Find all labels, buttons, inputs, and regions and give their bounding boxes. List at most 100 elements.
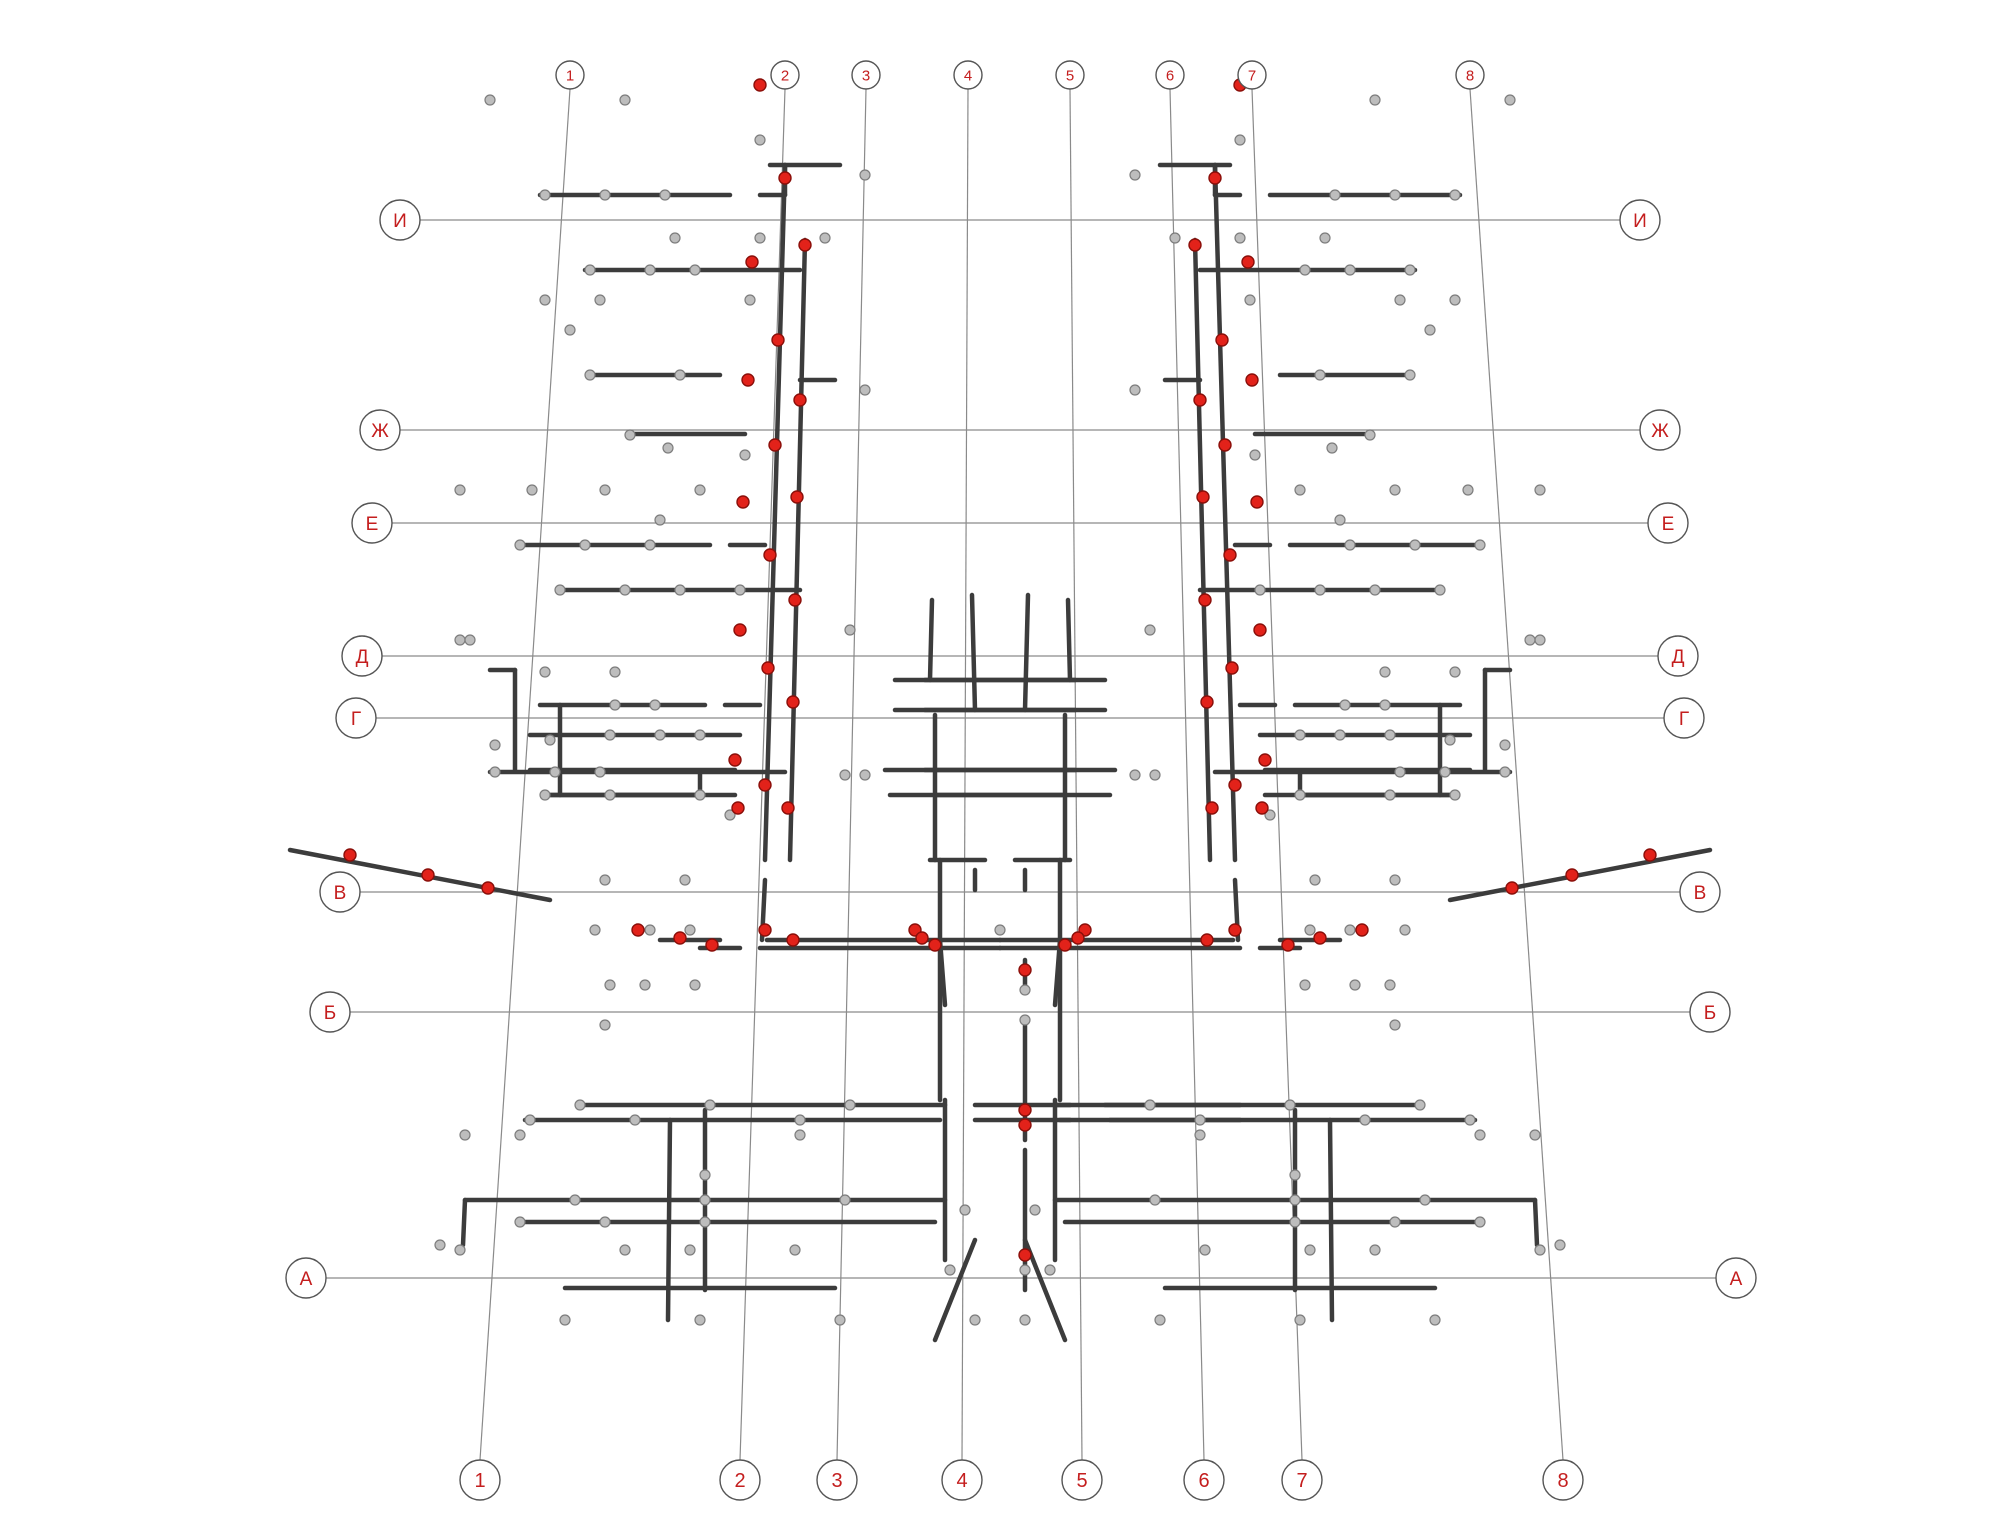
duct-segment [1447,847,1713,903]
fitting-grey [654,514,666,526]
fitting-grey [599,874,611,886]
duct-segment [969,592,978,713]
axis-marker-top-5: 5 [1055,60,1085,90]
fitting-red [741,373,755,387]
fitting-red [728,753,742,767]
axis-marker-right-И-label: И [1633,211,1647,232]
fitting-grey [554,584,566,596]
fitting-grey [1379,699,1391,711]
fitting-grey [674,584,686,596]
duct-segment [932,1237,978,1343]
fitting-grey [1169,232,1181,244]
fitting-grey [584,369,596,381]
fitting-grey [629,1114,641,1126]
axis-marker-bottom-1-label: 1 [474,1470,485,1492]
fitting-grey [1524,634,1536,646]
axis-marker-right-Г-label: Г [1679,709,1689,730]
fitting-grey [559,1314,571,1326]
fitting-grey [739,449,751,461]
fitting-red [778,171,792,185]
grid-lines [326,88,1716,1461]
fitting-red [793,393,807,407]
fitting-red [705,938,719,952]
fitting-grey [1144,1099,1156,1111]
fitting-grey [1149,1194,1161,1206]
fitting-grey [689,264,701,276]
duct-segment [927,597,935,683]
axis-line-1 [479,88,571,1461]
fitting-grey [1334,729,1346,741]
axis-marker-bottom-2: 2 [719,1459,761,1501]
fitting-grey [674,369,686,381]
duct-segment [1022,592,1031,713]
fitting-grey [1344,539,1356,551]
fitting-grey [544,734,556,746]
axis-line-5 [1069,88,1083,1461]
fitting-grey [1394,766,1406,778]
fitting-red [1250,495,1264,509]
fitting-grey [1399,924,1411,936]
axis-marker-top-8-circle [1455,60,1485,90]
fitting-red [1228,778,1242,792]
fitting-grey [684,1244,696,1256]
axis-marker-right-А-circle [1715,1257,1757,1299]
fitting-grey [1294,789,1306,801]
fitting-grey [1294,484,1306,496]
fitting-grey [679,874,691,886]
axis-marker-top-6-circle [1155,60,1185,90]
duct-segment [787,237,808,863]
fitting-grey [514,539,526,551]
axis-marker-bottom-1-circle [459,1459,501,1501]
axis-marker-right-И: И [1619,199,1661,241]
fitting-red [761,661,775,675]
axis-marker-left-В-label: В [334,883,347,904]
fitting-grey [1299,264,1311,276]
fitting-grey [1129,169,1141,181]
duct-segment [1532,1197,1540,1248]
axis-marker-top-2-circle [770,60,800,90]
axis-marker-right-Д-label: Д [1672,647,1685,668]
fitting-grey [794,1114,806,1126]
fitting-red [786,933,800,947]
fitting-red [781,801,795,815]
fitting-grey [514,1216,526,1228]
fitting-grey [1529,1129,1541,1141]
axis-marker-right-А: А [1715,1257,1757,1299]
axis-marker-right-Г: Г [1663,697,1705,739]
axis-marker-bottom-6-label: 6 [1198,1470,1209,1492]
fitting-grey [1349,979,1361,991]
duct-segment [460,1197,468,1248]
axis-marker-bottom-4: 4 [941,1459,983,1501]
axis-marker-bottom-2-circle [719,1459,761,1501]
fitting-grey [1144,624,1156,636]
fitting-grey [654,729,666,741]
axis-marker-bottom-8-label: 8 [1557,1470,1568,1492]
axis-marker-bottom-8: 8 [1542,1459,1584,1501]
axis-marker-top-3-circle [851,60,881,90]
fitting-grey [1019,1264,1031,1276]
axis-line-8 [1469,88,1564,1461]
fitting-red [1196,490,1210,504]
fitting-grey [1029,1204,1041,1216]
axis-marker-left-И: И [379,199,421,241]
fitting-red [1225,661,1239,675]
fitting-red [631,923,645,937]
fitting-grey [834,1314,846,1326]
fitting-grey [1409,539,1421,551]
axis-marker-left-Б-label: Б [324,1003,336,1024]
fitting-grey [539,789,551,801]
fitting-grey [454,484,466,496]
axis-marker-bottom-5-circle [1061,1459,1103,1501]
fitting-grey [619,1244,631,1256]
fitting-grey [659,189,671,201]
fitting-grey [1389,484,1401,496]
fitting-grey [644,264,656,276]
fitting-grey [1474,1216,1486,1228]
fitting-red [1208,171,1222,185]
fitting-grey [684,924,696,936]
axis-marker-left-Д-label: Д [356,647,369,668]
fitting-grey [1364,429,1376,441]
fitting-grey [1309,874,1321,886]
fitting-grey [789,1244,801,1256]
axis-marker-bottom-1: 1 [459,1459,501,1501]
